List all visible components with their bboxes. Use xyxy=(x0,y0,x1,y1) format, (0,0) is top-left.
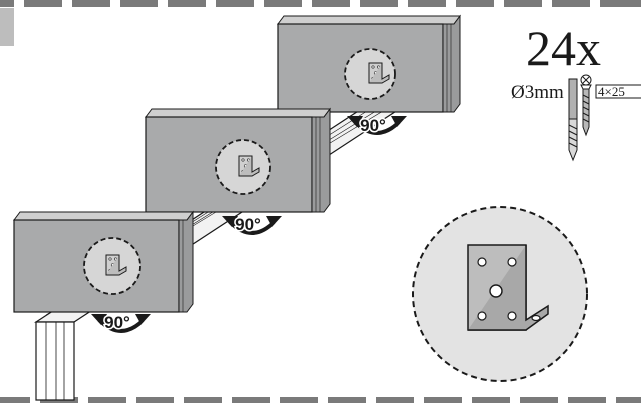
angle-label: 90° xyxy=(104,313,130,332)
drill-bit-icon xyxy=(568,78,578,162)
step-board-middle xyxy=(145,107,331,213)
angle-marker-bottom: 90° xyxy=(89,312,153,334)
step-board-bottom xyxy=(13,210,194,313)
drill-diameter-label: Ø3mm xyxy=(511,82,564,103)
bracket-detail xyxy=(412,206,588,382)
angle-marker-middle: 90° xyxy=(220,214,284,236)
screw-size-label: 4×25 xyxy=(598,84,625,99)
top-stripe xyxy=(0,0,641,46)
angle-bracket-icon xyxy=(467,244,549,331)
step-board-top xyxy=(277,14,461,113)
angle-label: 90° xyxy=(235,215,261,234)
bottom-stripe xyxy=(0,397,641,403)
screw-icon xyxy=(580,74,592,137)
hardware-legend: 24x Ø3mm 4×25 xyxy=(511,20,641,162)
quantity-label: 24x xyxy=(526,20,601,76)
angle-marker-top: 90° xyxy=(345,114,409,137)
angle-label: 90° xyxy=(360,116,386,135)
